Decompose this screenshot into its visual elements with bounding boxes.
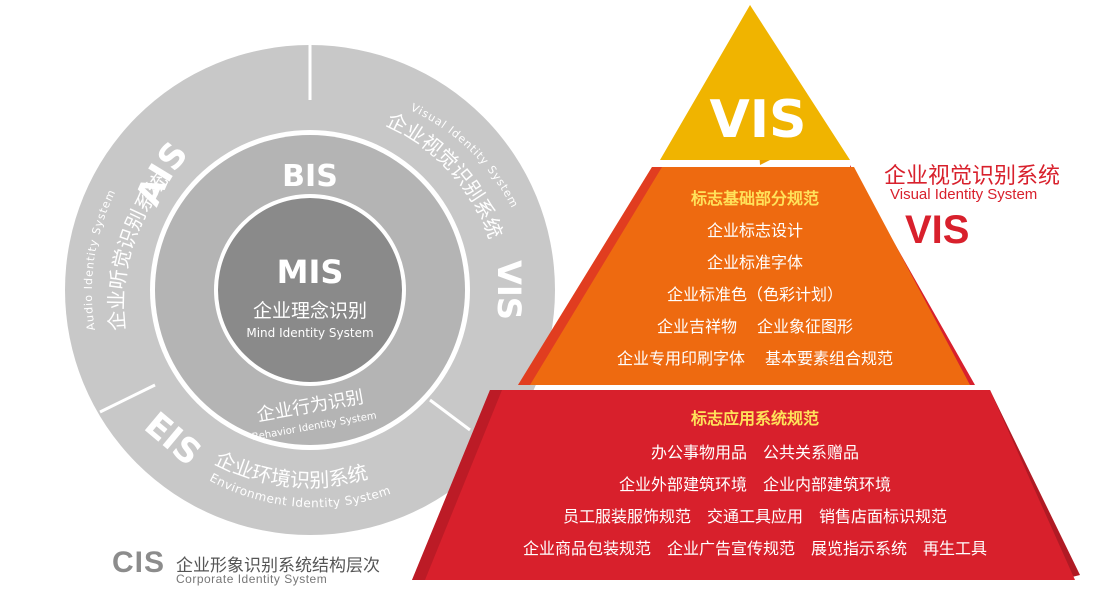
middle-line: 企业标准字体	[707, 253, 803, 272]
middle-item: 基本要素组合规范	[765, 349, 893, 368]
middle-line: 企业标准色（色彩计划）	[667, 285, 843, 304]
middle-item: 企业象征图形	[757, 317, 853, 336]
mis-abbr: MIS	[277, 253, 344, 291]
bottom-heading: 标志应用系统规范	[690, 409, 819, 428]
pyramid-bottom	[412, 390, 1075, 580]
cis-en: Corporate Identity System	[176, 572, 328, 586]
middle-line: 企业吉祥物 企业象征图形	[657, 317, 853, 336]
middle-item: 企业专用印刷字体	[617, 349, 745, 368]
middle-item: 企业标志设计	[707, 221, 803, 240]
middle-heading: 标志基础部分规范	[690, 189, 819, 208]
cis-abbr: CIS	[112, 546, 166, 579]
middle-line: 企业标志设计	[707, 221, 803, 240]
vis-label-abbr: VIS	[905, 208, 970, 252]
bottom-item: 交通工具应用	[707, 507, 803, 526]
pyramid-middle-left-edge	[518, 167, 662, 385]
bottom-line: 办公事物用品公共关系赠品	[651, 443, 859, 462]
ring-divider-left	[99, 383, 156, 414]
vis-label-en: Visual Identity System	[890, 186, 1038, 203]
bottom-line: 企业商品包装规范企业广告宣传规范展览指示系统再生工具	[523, 539, 987, 558]
bottom-line: 企业外部建筑环境企业内部建筑环境	[619, 475, 891, 494]
middle-item: 企业吉祥物	[657, 317, 737, 336]
mis-cn: 企业理念识别	[253, 299, 367, 322]
bottom-item: 企业广告宣传规范	[667, 539, 795, 558]
pyramid-top-label: VIS	[709, 90, 806, 150]
middle-line: 企业专用印刷字体 基本要素组合规范	[617, 349, 893, 368]
pyramid-bottom-left-edge	[412, 390, 502, 580]
vis-ring-abbr: VIS	[490, 260, 528, 320]
bis-abbr: BIS	[282, 159, 338, 194]
bottom-item: 销售店面标识规范	[819, 507, 947, 526]
inner-circle	[218, 198, 402, 382]
pyramid-middle	[518, 167, 970, 385]
bottom-item: 企业外部建筑环境	[619, 475, 747, 494]
bottom-item: 企业商品包装规范	[523, 539, 651, 558]
middle-item: 企业标准色（色彩计划）	[667, 285, 843, 304]
cis-cn: 企业形象识别系统结构层次	[176, 556, 380, 576]
pyramid-top	[660, 5, 850, 160]
bottom-item: 办公事物用品	[651, 443, 747, 462]
bottom-item: 公共关系赠品	[763, 443, 859, 462]
bottom-item: 企业内部建筑环境	[763, 475, 891, 494]
middle-item: 企业标准字体	[707, 253, 803, 272]
vis-label-cn: 企业视觉识别系统	[884, 164, 1061, 189]
bottom-item: 再生工具	[923, 539, 987, 558]
bottom-line: 员工服装服饰规范交通工具应用销售店面标识规范	[563, 507, 947, 526]
mis-en: Mind Identity System	[246, 326, 373, 340]
bottom-item: 员工服装服饰规范	[563, 507, 691, 526]
bottom-item: 展览指示系统	[811, 539, 907, 558]
ring-divider-right	[429, 398, 471, 432]
pyramid-bottom-text: 标志应用系统规范办公事物用品公共关系赠品企业外部建筑环境企业内部建筑环境员工服装…	[523, 409, 987, 558]
